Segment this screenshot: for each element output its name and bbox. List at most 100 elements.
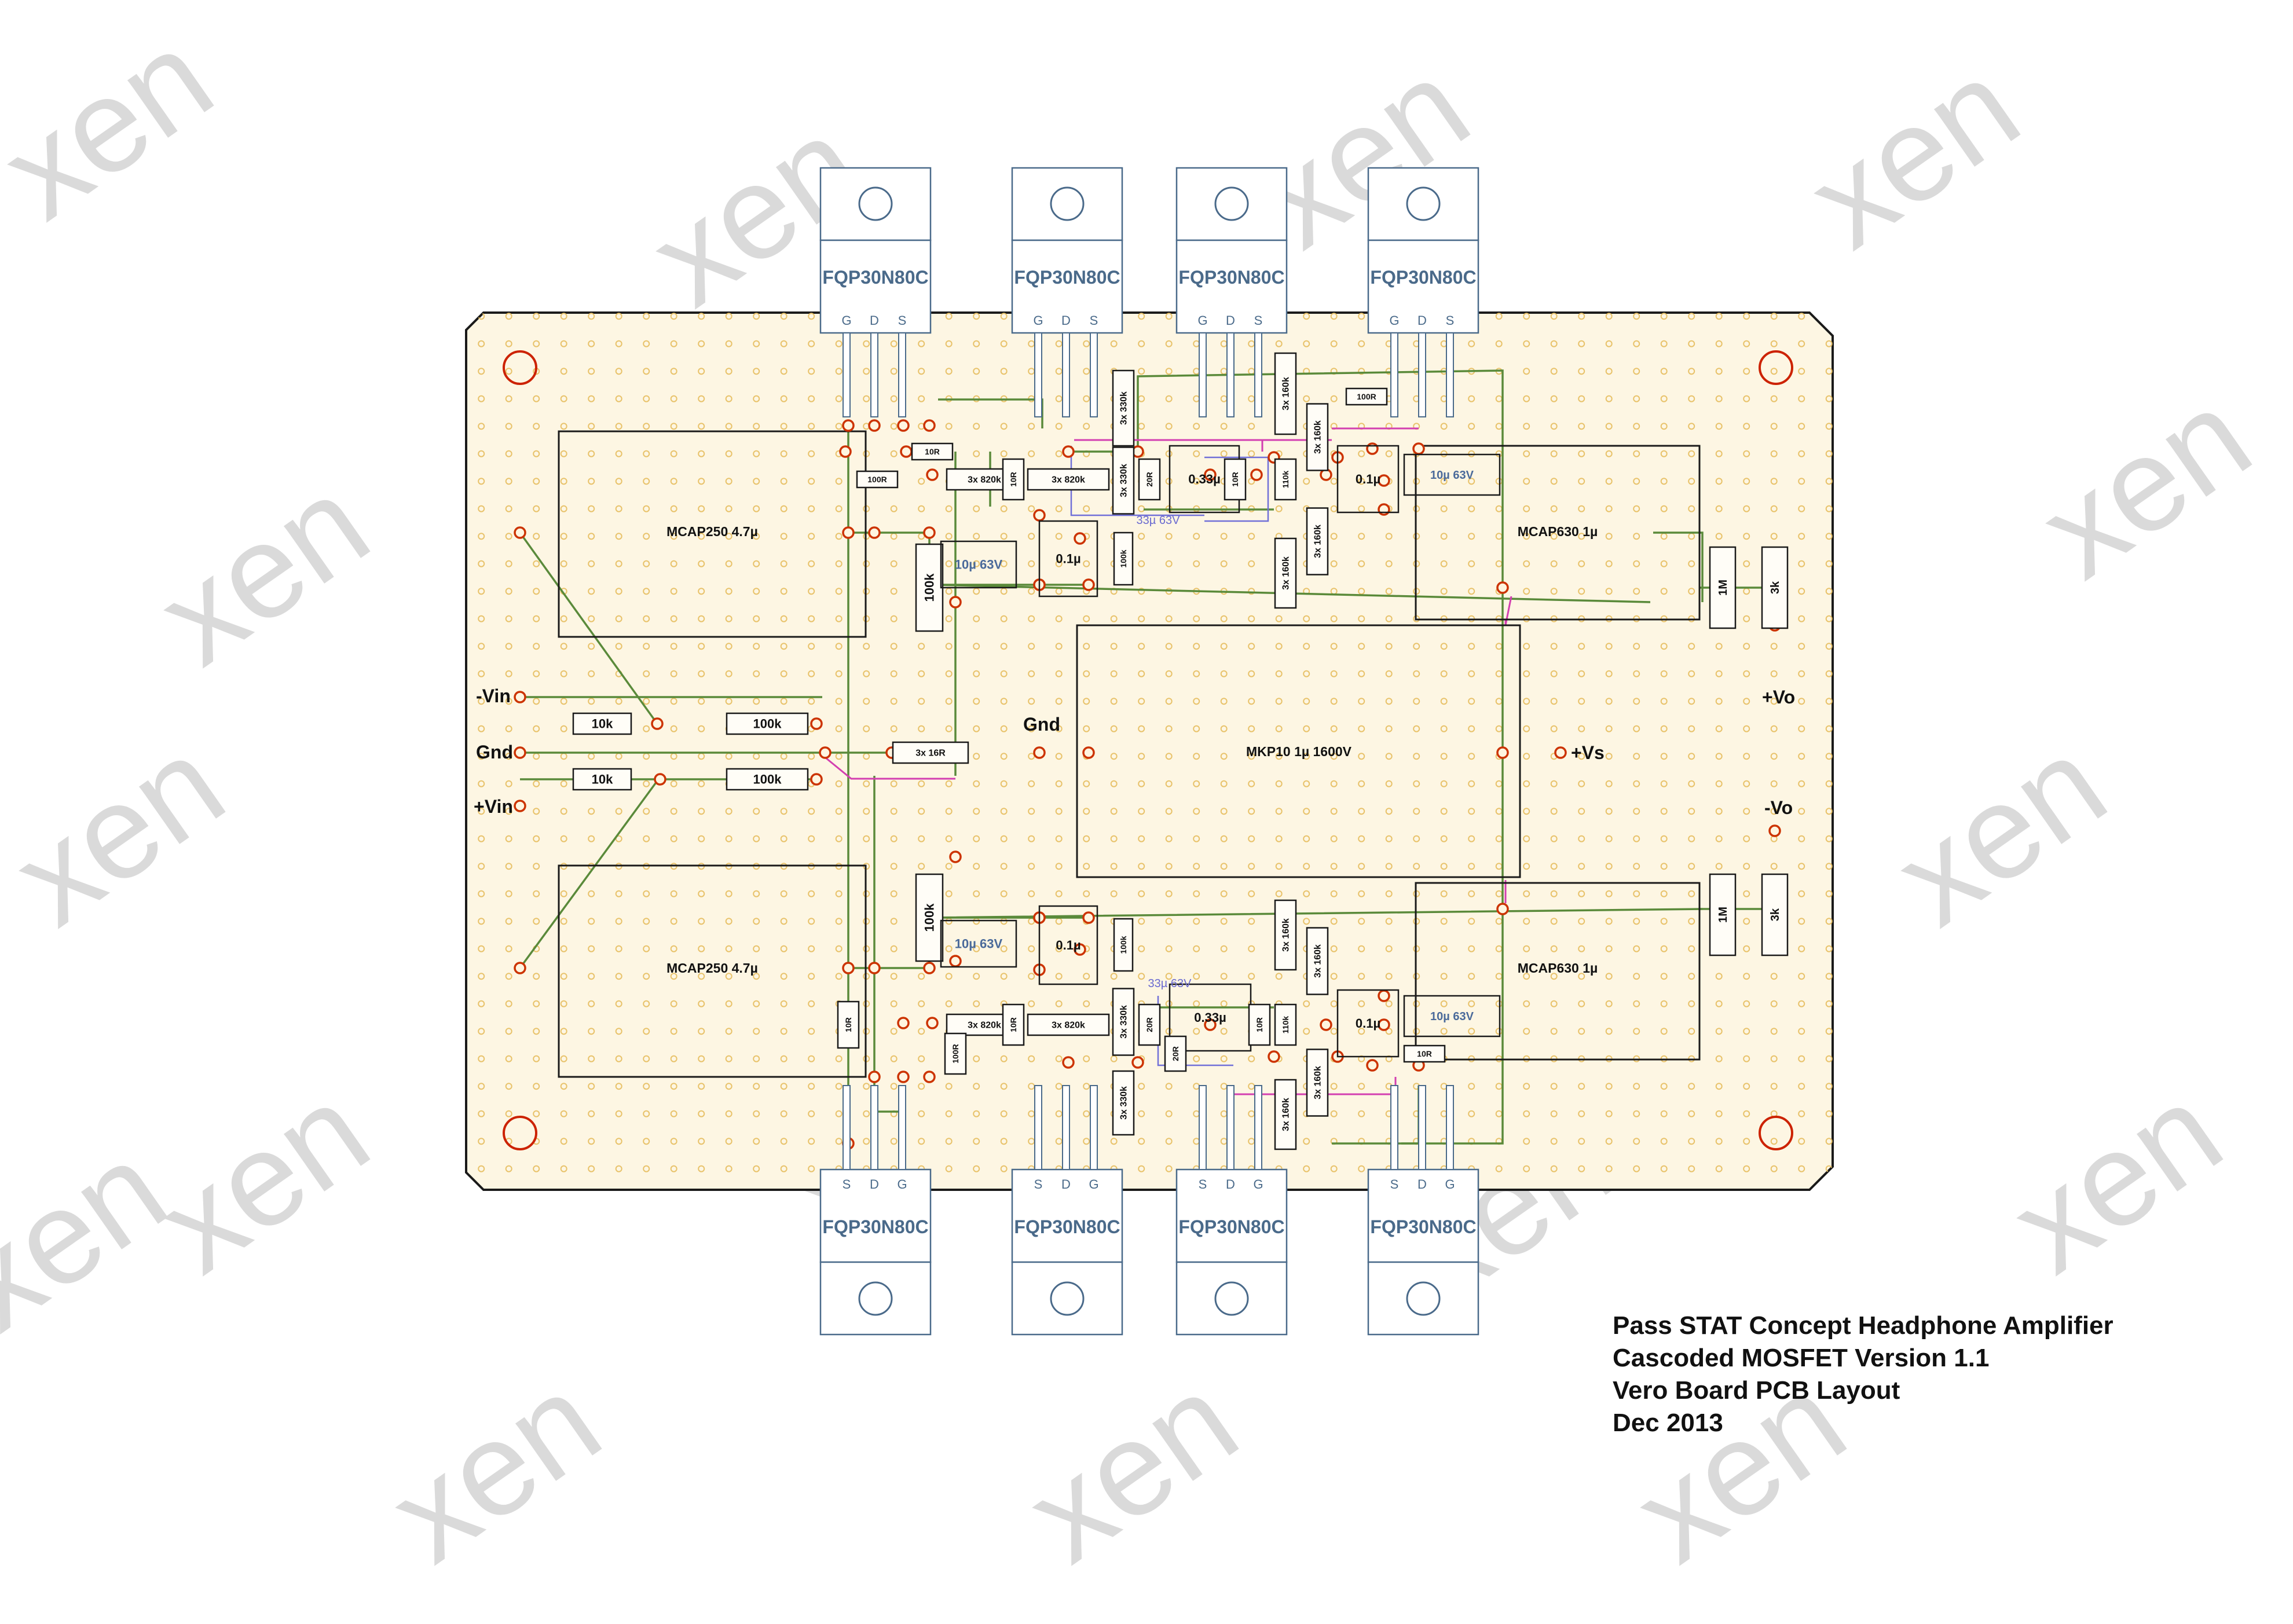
pad — [1378, 503, 1390, 516]
stripboard-holes — [466, 313, 1833, 1190]
capacitor-boxes — [558, 430, 1701, 1078]
resistor-100k-bottom — [726, 768, 809, 791]
pad — [1250, 468, 1263, 481]
mosfet-pin-label: S — [1034, 1177, 1043, 1192]
cap-0.1u-bottom-right-label: 0.1µ — [1356, 1016, 1380, 1031]
cap-10u63v-top-right — [1403, 453, 1501, 496]
mosfet-leg — [1062, 1085, 1070, 1170]
cap-0.1u-bottom — [1038, 905, 1098, 985]
resistor-100k-small-bottom — [1113, 918, 1134, 972]
mosfet-part-label: FQP30N80C — [822, 267, 928, 288]
mosfet-pin-label: G — [1389, 313, 1399, 328]
pad — [514, 962, 526, 974]
cap-0.1u-bottom-right — [1336, 989, 1400, 1058]
resistor-3x160k-bottom-b — [1306, 927, 1329, 995]
resistor-3x820k-bottom-b-label: 3x 820k — [968, 1021, 1001, 1031]
cap-33u-label-bottom: 33µ 63V — [1148, 977, 1192, 990]
resistor-3x160k-bottom-c-label: 3x 160k — [1313, 1066, 1323, 1099]
mosfet-leg — [1199, 332, 1207, 417]
mosfet-pin-label: S — [843, 1177, 851, 1192]
mosfet-pin-label: D — [1417, 1177, 1427, 1192]
resistor-3x160k-bottom-d-label: 3x 160k — [1281, 1098, 1291, 1131]
resistor-3k-top — [1761, 546, 1789, 629]
cap-10u63v-bottom — [940, 919, 1017, 968]
resistor-100k-bottom-label: 100k — [753, 772, 782, 787]
pad — [514, 746, 526, 759]
cap-0.33u-bottom-label: 0.33µ — [1194, 1010, 1226, 1025]
resistor-10r-vert-left-bottom-label: 10R — [844, 1017, 853, 1032]
cap-0.1u-top — [1038, 520, 1098, 597]
pad — [651, 717, 664, 730]
mosfet-pin-label: D — [1226, 313, 1235, 328]
watermark-text: xen — [0, 2, 237, 247]
resistor-3x330k-top-a-label: 3x 330k — [1119, 391, 1129, 425]
resistor-10r-right-top-label: 10R — [1230, 472, 1240, 487]
resistor-1m-bottom-label: 1M — [1717, 907, 1730, 923]
mosfet-pin-label: G — [1089, 1177, 1098, 1192]
resistor-3x160k-bottom-b-label: 3x 160k — [1313, 944, 1323, 978]
mosfet-body — [1175, 1168, 1288, 1263]
resistor-3x160k-top-a — [1274, 352, 1297, 435]
mosfet-leg — [1446, 1085, 1454, 1170]
resistor-20r-bottom — [1138, 1003, 1161, 1046]
mosfet-tab — [819, 1261, 932, 1336]
watermark-text: xen — [133, 448, 394, 692]
mosfet-pin-label: S — [1446, 313, 1455, 328]
cap-0.1u-bottom-label: 0.1µ — [1056, 938, 1080, 952]
pad — [868, 526, 881, 539]
cap-0.1u-top-right-label: 0.1µ — [1356, 472, 1380, 486]
mosfet-leg — [898, 1085, 906, 1170]
pad — [1768, 824, 1781, 837]
resistor-10r-vert-bottom — [1002, 1003, 1025, 1046]
mosfet-leg — [1090, 1085, 1098, 1170]
mosfet-mount-hole-icon — [1214, 186, 1249, 221]
mosfet-leg — [870, 332, 878, 417]
pad — [868, 962, 881, 974]
cap-label-mcap250-bottom: MCAP250 4.7µ — [666, 961, 758, 976]
pad — [1378, 474, 1390, 487]
pad — [1496, 903, 1509, 915]
resistor-100r-top-right-label: 100R — [1357, 392, 1376, 401]
pad — [1268, 1050, 1280, 1063]
mosfet-mount-hole-icon — [1050, 1281, 1085, 1316]
resistor-110k-top-label: 110k — [1281, 471, 1290, 489]
mosfet-tab — [1367, 1261, 1479, 1336]
cap-10u63v-bottom-right — [1403, 995, 1501, 1038]
cap-label-mcap250-top: MCAP250 4.7µ — [666, 524, 758, 539]
resistor-100k-small-bottom-label: 100k — [1119, 936, 1128, 954]
pad — [1320, 1018, 1332, 1031]
mosfet-part-label: FQP30N80C — [1370, 1216, 1476, 1237]
resistor-3k-top-label: 3k — [1769, 581, 1782, 594]
mosfet-tab — [1175, 167, 1288, 241]
pad — [897, 1017, 910, 1029]
pad — [949, 851, 962, 863]
cap-10u63v-bottom-right-label: 10µ 63V — [1430, 1010, 1474, 1023]
terminal-plus-vs: +Vs — [1571, 742, 1605, 763]
mosfet-pin-label: G — [1033, 313, 1043, 328]
watermark-text: xen — [1870, 708, 2131, 953]
resistor-10r-top-label: 10R — [925, 447, 940, 456]
resistor-1m-top-label: 1M — [1717, 580, 1730, 596]
pad — [1082, 911, 1095, 924]
resistor-100k-vert-bottom — [915, 873, 944, 962]
resistor-3x330k-bottom-a — [1112, 988, 1135, 1056]
title-line-1: Pass STAT Concept Headphone Amplifier — [1613, 1311, 2113, 1340]
mosfet-leg — [1446, 332, 1454, 417]
resistor-3x160k-top-b-label: 3x 160k — [1313, 420, 1323, 454]
resistor-3x160k-bottom-c — [1306, 1049, 1329, 1117]
pad — [1366, 442, 1379, 455]
pad — [926, 1017, 939, 1029]
title-line-4: Dec 2013 — [1613, 1409, 1723, 1437]
mosfet-pin-label: D — [870, 313, 879, 328]
pad — [1033, 746, 1046, 759]
resistor-1m-top — [1709, 546, 1737, 629]
resistor-10r-vert-top — [1002, 458, 1025, 501]
mosfet-leg — [898, 332, 906, 417]
mosfet-leg — [1090, 332, 1098, 417]
resistor-3x330k-bottom-a-label: 3x 330k — [1119, 1005, 1129, 1039]
mosfet-pin-label: D — [1061, 1177, 1071, 1192]
